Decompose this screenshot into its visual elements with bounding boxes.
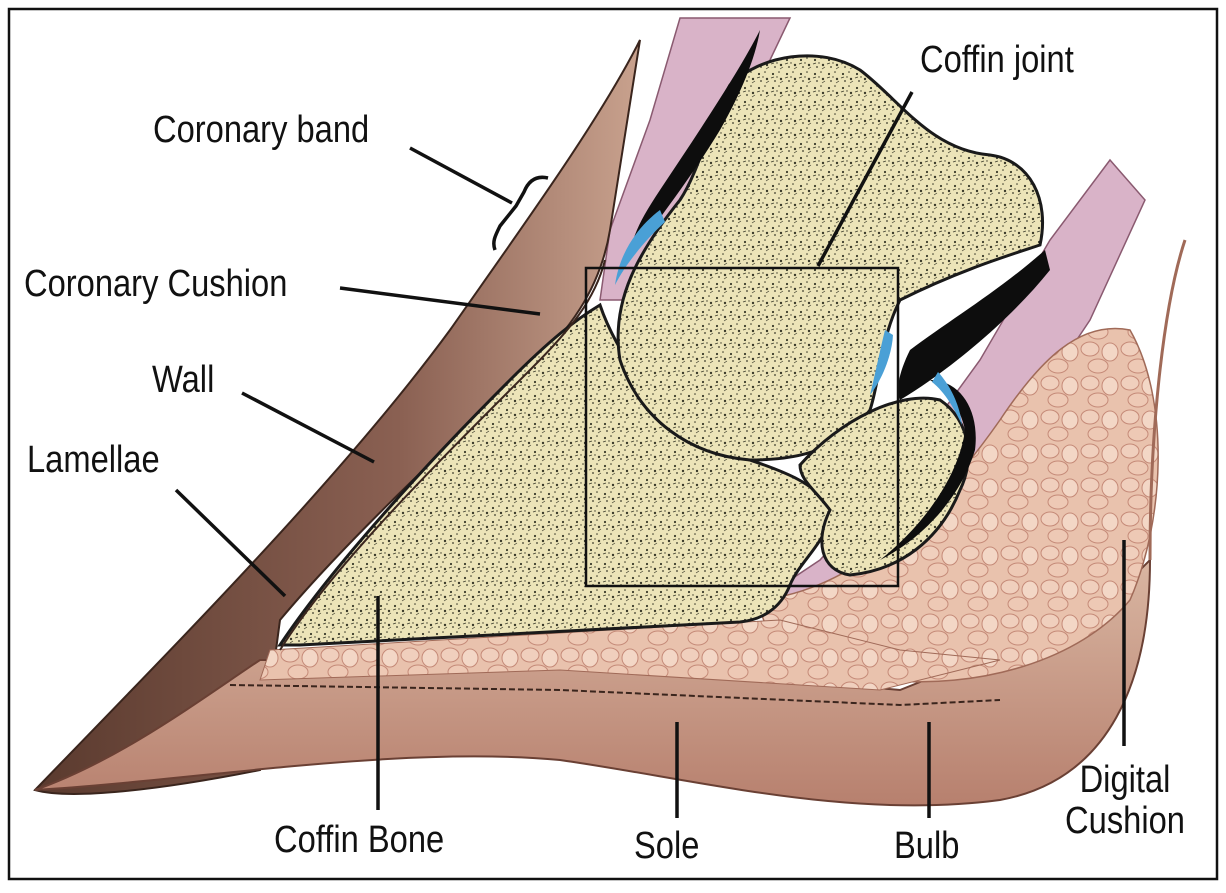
coffin-joint-box [584,266,900,588]
leader-coronary-band [409,146,513,205]
label-sole: Sole [634,825,700,867]
leader-wall [241,391,375,464]
coronary-band-bracket [492,175,549,251]
cartilage-nav [932,372,962,425]
label-digital-cushion: Digital Cushion [1061,759,1190,843]
sole-corium [259,619,1001,691]
joint-cavity-rear [898,250,1050,400]
label-lamellae: Lamellae [27,439,160,481]
lamellae-line [279,259,606,651]
joint-cavity-low [880,380,976,560]
label-wall: Wall [152,359,215,401]
label-coronary-cushion: Coronary Cushion [24,263,288,305]
cartilage-front [615,210,665,285]
label-digital-cushion-line1: Digital [1079,759,1171,801]
label-bulb: Bulb [894,825,960,867]
heel-skin [1148,239,1187,561]
label-coffin-bone: Coffin Bone [274,819,445,861]
navicular-bone [798,396,970,577]
leader-lamellae [174,488,287,598]
sole-region [34,557,1152,807]
sole-line [229,684,1001,707]
label-digital-cushion-line2: Cushion [1065,800,1185,843]
leader-coffin-joint [816,91,914,267]
label-coffin-joint: Coffin joint [920,39,1074,81]
joint-cavity-top [630,30,760,260]
label-coronary-band: Coronary band [153,109,370,151]
leader-coronary-cushion [339,286,541,316]
cartilage-rear [870,330,893,395]
